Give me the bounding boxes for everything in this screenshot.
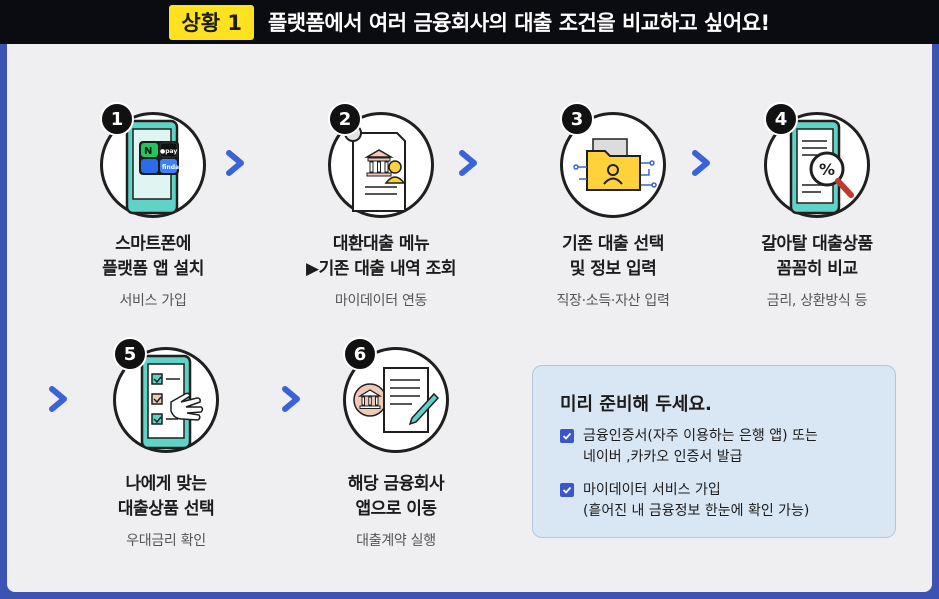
step-5-number: 5 [113, 337, 147, 371]
chevron-right-icon [282, 386, 300, 412]
step-2-circle [328, 112, 434, 218]
note-item-2-line-1: 마이데이터 서비스 가입 [583, 482, 721, 498]
step-6-subtitle: 대출계약 실행 [356, 533, 436, 549]
step-3-number: 3 [560, 102, 594, 136]
step-3: 3 기존 대출 선택 및 정보 입력 직장·소득·자산 입력 [513, 94, 713, 324]
step-2-title-2: ▶기존 대출 내역 조회 [306, 259, 456, 279]
step-1-title-1: 스마트폰에 [115, 234, 191, 254]
chevron-right-icon [459, 150, 477, 176]
note-item-2-text: 마이데이터 서비스 가입 (흩어진 내 금융정보 한눈에 확인 가능) [583, 480, 809, 522]
step-4-title-1: 갈아탈 대출상품 [761, 234, 873, 254]
checkbox-checked-icon [560, 429, 574, 443]
step-6-title-2: 앱으로 이동 [355, 499, 437, 519]
percent-magnifier-icon: % [789, 119, 854, 215]
step-2: 2 대환대출 메뉴 ▶기존 대출 내역 조회 마이데이터 연동 [281, 94, 481, 324]
preparation-note-box: 미리 준비해 두세요. 금융인증서(자주 이용하는 은행 앱) 또는 네이버 ,… [532, 365, 896, 538]
step-4-number: 4 [764, 102, 798, 136]
folder-user-icon [573, 138, 657, 191]
step-1-title-2: 플랫폼 앱 설치 [102, 259, 204, 279]
step-2-number: 2 [328, 102, 362, 136]
step-2-title-1: 대환대출 메뉴 [332, 234, 430, 254]
chevron-right-icon [49, 386, 67, 412]
step-3-title-2: 및 정보 입력 [569, 259, 657, 279]
chevron-right-icon [692, 150, 710, 176]
header-bar: 상황 1 플랫폼에서 여러 금융회사의 대출 조건을 비교하고 싶어요! [0, 0, 939, 44]
app-icon-pay: ●pay [160, 148, 178, 155]
step-6-title-1: 해당 금융회사 [347, 474, 445, 494]
app-icon-n: N [144, 146, 153, 157]
step-6-number: 6 [343, 337, 377, 371]
note-item-1-line-1: 금융인증서(자주 이용하는 은행 앱) 또는 [583, 428, 818, 444]
chevron-right-icon [226, 150, 244, 176]
step-5: 5 나에게 맞는 대출상품 선택 우대금리 확인 [66, 329, 266, 559]
step-1: N ●pay finda 1 스마트폰에 플랫폼 앱 설치 서비스 가입 [53, 94, 253, 324]
note-item-2-line-2: (흩어진 내 금융정보 한눈에 확인 가능) [583, 503, 810, 519]
content-panel: N ●pay finda 1 스마트폰에 플랫폼 앱 설치 서비스 가입 [7, 44, 932, 592]
step-6: 6 해당 금융회사 앱으로 이동 대출계약 실행 [296, 329, 496, 559]
checkbox-checked-icon [560, 483, 574, 497]
smartphone-apps-icon [125, 119, 179, 215]
step-4-circle: % [764, 112, 870, 218]
note-item-2: 마이데이터 서비스 가입 (흩어진 내 금융정보 한눈에 확인 가능) [560, 480, 809, 522]
note-item-1-text: 금융인증서(자주 이용하는 은행 앱) 또는 네이버 ,카카오 인증서 발급 [583, 426, 818, 468]
step-5-title-2: 대출상품 선택 [117, 499, 215, 519]
step-3-subtitle: 직장·소득·자산 입력 [556, 293, 670, 309]
header-title: 플랫폼에서 여러 금융회사의 대출 조건을 비교하고 싶어요! [267, 11, 770, 35]
step-1-number: 1 [100, 102, 134, 136]
note-title: 미리 준비해 두세요. [560, 394, 712, 415]
note-item-1: 금융인증서(자주 이용하는 은행 앱) 또는 네이버 ,카카오 인증서 발급 [560, 426, 818, 468]
checklist-hand-icon [140, 354, 204, 450]
step-3-circle [560, 112, 666, 218]
step-4: % 4 갈아탈 대출상품 꼼꼼히 비교 금리, 상환방식 등 [717, 94, 917, 324]
app-icon-finda: finda [162, 164, 180, 171]
step-3-title-1: 기존 대출 선택 [562, 234, 664, 254]
step-1-subtitle: 서비스 가입 [119, 293, 187, 309]
step-5-subtitle: 우대금리 확인 [126, 533, 206, 549]
bank-contract-pen-icon [353, 367, 440, 433]
step-2-subtitle: 마이데이터 연동 [334, 293, 428, 309]
situation-badge: 상황 1 [169, 4, 254, 40]
svg-text:%: % [819, 160, 835, 179]
step-5-circle [113, 347, 219, 453]
step-4-subtitle: 금리, 상환방식 등 [766, 293, 868, 309]
step-5-title-1: 나에게 맞는 [125, 474, 207, 494]
step-4-title-2: 꼼꼼히 비교 [776, 259, 858, 279]
note-item-1-line-2: 네이버 ,카카오 인증서 발급 [583, 449, 743, 465]
